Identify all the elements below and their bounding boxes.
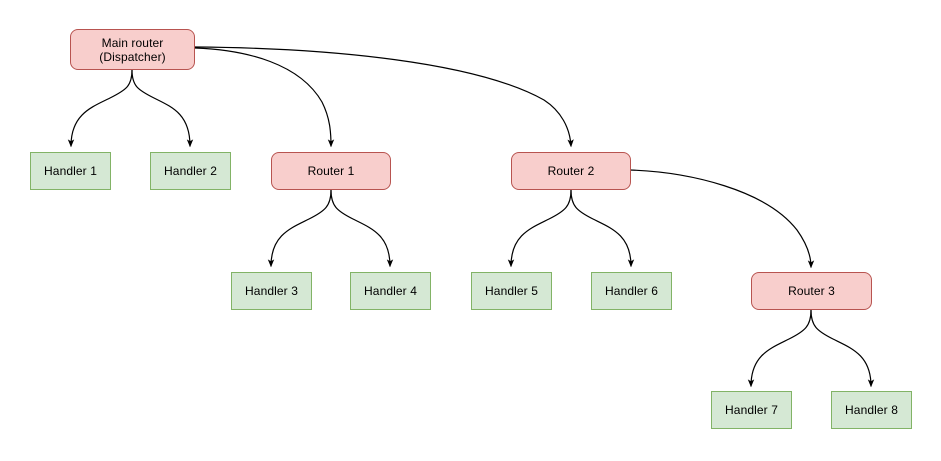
node-handler-2-label: Handler 2 xyxy=(164,164,217,178)
node-handler-1-label: Handler 1 xyxy=(44,164,97,178)
node-handler-5[interactable]: Handler 5 xyxy=(471,272,552,310)
edge-router3-to-handler8 xyxy=(810,309,875,388)
node-handler-8[interactable]: Handler 8 xyxy=(831,391,912,429)
node-handler-5-label: Handler 5 xyxy=(485,284,538,298)
node-handler-4[interactable]: Handler 4 xyxy=(350,272,431,310)
node-router-2[interactable]: Router 2 xyxy=(511,152,631,190)
edge-main-router-to-handler1 xyxy=(67,69,133,148)
node-router-1[interactable]: Router 1 xyxy=(271,152,391,190)
node-handler-4-label: Handler 4 xyxy=(364,284,417,298)
node-main-router-label: Main router (Dispatcher) xyxy=(99,35,166,64)
node-router-1-label: Router 1 xyxy=(307,164,355,178)
node-handler-1[interactable]: Handler 1 xyxy=(30,152,111,190)
edge-router2-to-handler5 xyxy=(507,189,572,268)
node-router-3[interactable]: Router 3 xyxy=(751,272,872,310)
edge-router3-to-handler7 xyxy=(747,309,812,388)
edge-router1-to-handler3 xyxy=(267,189,332,268)
node-main-router[interactable]: Main router (Dispatcher) xyxy=(70,29,195,70)
edge-main-router-to-router1 xyxy=(194,47,335,148)
node-handler-3-label: Handler 3 xyxy=(245,284,298,298)
node-handler-6-label: Handler 6 xyxy=(605,284,658,298)
node-handler-8-label: Handler 8 xyxy=(845,403,898,417)
node-handler-3[interactable]: Handler 3 xyxy=(231,272,312,310)
edge-router2-to-handler6 xyxy=(570,189,635,268)
edge-main-router-to-handler2 xyxy=(131,69,194,148)
node-handler-7[interactable]: Handler 7 xyxy=(711,391,792,429)
edge-router1-to-handler4 xyxy=(330,189,394,268)
node-router-2-label: Router 2 xyxy=(547,164,595,178)
edge-main-router-to-router2 xyxy=(194,46,574,148)
edge-router2-to-router3 xyxy=(629,169,815,269)
node-handler-7-label: Handler 7 xyxy=(725,403,778,417)
node-router-3-label: Router 3 xyxy=(788,284,835,298)
node-handler-6[interactable]: Handler 6 xyxy=(591,272,672,310)
node-handler-2[interactable]: Handler 2 xyxy=(150,152,231,190)
